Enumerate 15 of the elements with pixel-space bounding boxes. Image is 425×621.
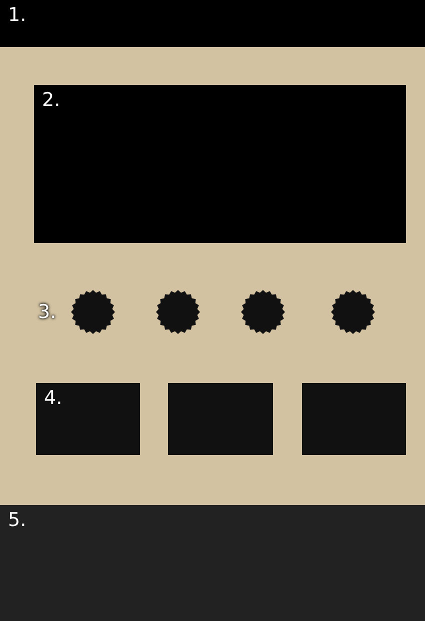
knob-icon (71, 290, 115, 334)
knob-icon (241, 290, 285, 334)
button-panel (302, 383, 406, 455)
screen-panel (34, 85, 406, 243)
button-panel (36, 383, 140, 455)
footer-panel (0, 505, 425, 621)
section-number: 1. (8, 4, 26, 26)
section-number: 3. (38, 301, 56, 323)
button-panel (168, 383, 273, 455)
header-bar (0, 0, 425, 47)
knob-icon (156, 290, 200, 334)
knob-icon (331, 290, 375, 334)
section-number: 5. (8, 509, 26, 531)
section-number: 4. (44, 387, 62, 409)
section-number: 2. (42, 89, 60, 111)
